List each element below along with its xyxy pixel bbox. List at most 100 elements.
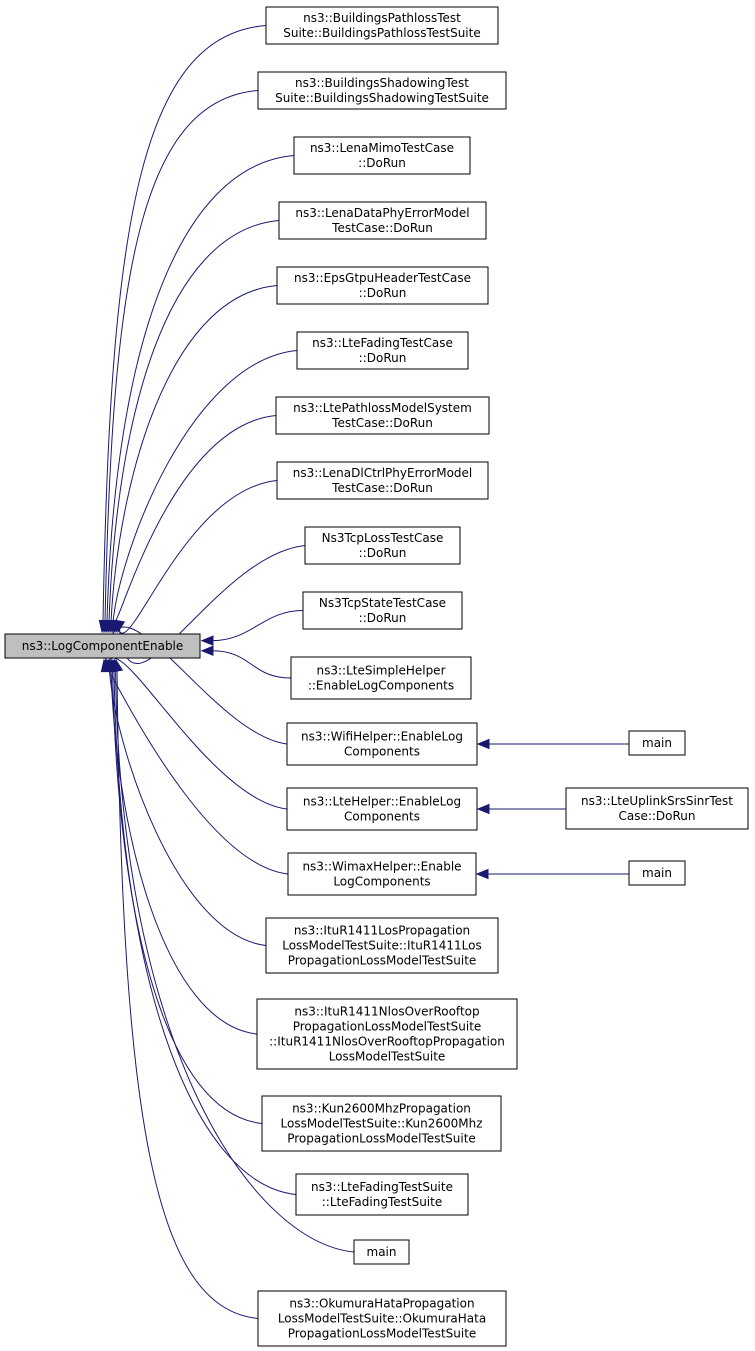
node-label: ns3::LtePathlossModelSystem (293, 401, 472, 415)
node-box (295, 1173, 469, 1216)
function-node[interactable]: ns3::LteSimpleHelper::EnableLogComponent… (290, 656, 472, 700)
call-edge (106, 657, 288, 810)
node-label: ns3::ItuR1411LosPropagation (294, 924, 470, 938)
node-label: ::EnableLogComponents (308, 679, 454, 693)
node-label: ns3::LenaDataPhyErrorModel (295, 206, 469, 220)
node-box (256, 998, 518, 1070)
call-edge (108, 220, 280, 623)
node-label: Case::DoRun (618, 809, 695, 823)
node-label: Suite::BuildingsPathlossTestSuite (283, 26, 480, 40)
node-box (290, 656, 472, 700)
function-node[interactable]: ns3::LenaMimoTestCase::DoRun (293, 136, 471, 175)
call-edge (110, 285, 278, 623)
node-label: PropagationLossModelTestSuite (293, 1020, 482, 1034)
call-edge (113, 669, 297, 1195)
node-label: ::DoRun (359, 611, 407, 625)
function-node[interactable]: main (628, 860, 686, 886)
function-node[interactable]: ns3::LenaDlCtrlPhyErrorModelTestCase::Do… (276, 461, 489, 500)
call-edge (116, 480, 278, 634)
function-node[interactable]: ns3::LteHelper::EnableLogComponents (286, 787, 478, 831)
function-node[interactable]: ns3::LenaDataPhyErrorModelTestCase::DoRu… (278, 201, 487, 240)
call-edge (112, 350, 298, 623)
node-label: main (642, 736, 672, 750)
arrow-head (112, 658, 124, 673)
node-box (265, 6, 499, 45)
node-label: ::DoRun (359, 546, 407, 560)
node-label: main (642, 866, 672, 880)
node-label: LossModelTestSuite::ItuR1411Los (282, 939, 482, 953)
node-label: LossModelTestSuite::Kun2600Mhz (281, 1117, 483, 1131)
function-node[interactable]: ns3::LteFadingTestCase::DoRun (296, 331, 469, 370)
node-label: ns3::WifiHelper::EnableLog (301, 730, 463, 744)
node-box (278, 201, 487, 240)
node-label: LogComponents (333, 875, 430, 889)
node-box (286, 787, 478, 831)
node-label: Ns3TcpLossTestCase (322, 531, 444, 545)
function-node[interactable]: ns3::WifiHelper::EnableLogComponents (286, 722, 478, 766)
function-node[interactable]: ns3::ItuR1411LosPropagationLossModelTest… (265, 917, 499, 974)
node-label: ns3::LteSimpleHelper (317, 664, 446, 678)
node-label: ns3::LteHelper::EnableLog (303, 795, 461, 809)
arrow-head (475, 868, 489, 880)
node-label: TestCase::DoRun (331, 481, 433, 495)
node-label: PropagationLossModelTestSuite (288, 954, 477, 968)
node-label: ns3::LteFadingTestSuite (311, 1180, 453, 1194)
node-label: TestCase::DoRun (331, 416, 433, 430)
node-label: Components (344, 745, 420, 759)
function-node[interactable]: main (628, 730, 686, 756)
call-edge (211, 650, 292, 679)
node-box (293, 136, 471, 175)
node-box (353, 1239, 410, 1265)
function-node[interactable]: ns3::LteFadingTestSuite::LteFadingTestSu… (295, 1173, 469, 1216)
node-label: TestCase::DoRun (331, 221, 433, 235)
node-box (261, 1095, 502, 1152)
node-label: ns3::EpsGtpuHeaderTestCase (294, 271, 471, 285)
call-edge (112, 669, 263, 1124)
node-label: LossModelTestSuite (329, 1050, 446, 1064)
function-node[interactable]: ns3::LtePathlossModelSystemTestCase::DoR… (275, 396, 490, 435)
node-label: ::LteFadingTestSuite (322, 1195, 442, 1209)
node-label: ns3::ItuR1411NlosOverRooftop (294, 1005, 479, 1019)
function-node[interactable]: ns3::EpsGtpuHeaderTestCase::DoRun (276, 266, 489, 305)
node-label: Components (344, 810, 420, 824)
node-box (265, 917, 499, 974)
call-edge (104, 90, 259, 623)
node-box (275, 396, 490, 435)
node-label: ::DoRun (359, 351, 407, 365)
function-node[interactable]: Ns3TcpStateTestCase::DoRun (302, 591, 463, 630)
call-edge (106, 155, 295, 623)
node-label: PropagationLossModelTestSuite (288, 1327, 477, 1341)
root-function-node[interactable]: ns3::LogComponentEnable (4, 633, 201, 659)
node-label: ns3::BuildingsShadowingTest (295, 76, 469, 90)
node-box (628, 730, 686, 756)
nodes: ns3::LogComponentEnable ns3::BuildingsPat… (4, 6, 749, 1347)
function-node[interactable]: ns3::BuildingsPathlossTestSuite::Buildin… (265, 6, 499, 45)
node-label: Ns3TcpStateTestCase (319, 596, 446, 610)
function-node[interactable]: ns3::Kun2600MhzPropagationLossModelTestS… (261, 1095, 502, 1152)
node-label: ns3::Kun2600MhzPropagation (292, 1102, 471, 1116)
node-box (276, 266, 489, 305)
function-node[interactable]: Ns3TcpLossTestCase::DoRun (304, 526, 461, 565)
node-label: ns3::BuildingsPathlossTest (303, 11, 461, 25)
node-label: ::ItuR1411NlosOverRooftopPropagation (269, 1035, 505, 1049)
call-edge (107, 669, 289, 875)
function-node[interactable]: ns3::WimaxHelper::EnableLogComponents (287, 852, 477, 896)
node-label: ns3::LteUplinkSrsSinrTest (581, 794, 733, 808)
node-label: Suite::BuildingsShadowingTestSuite (275, 91, 489, 105)
node-label: ns3::LenaDlCtrlPhyErrorModel (293, 466, 473, 480)
arrow-head (476, 738, 490, 750)
node-box (257, 1290, 507, 1347)
node-box (565, 787, 749, 830)
function-node[interactable]: ns3::OkumuraHataPropagationLossModelTest… (257, 1290, 507, 1347)
node-box (302, 591, 463, 630)
function-node[interactable]: ns3::BuildingsShadowingTestSuite::Buildi… (257, 71, 507, 110)
node-box (287, 852, 477, 896)
node-box (628, 860, 686, 886)
function-node[interactable]: main (353, 1239, 410, 1265)
function-node[interactable]: ns3::ItuR1411NlosOverRooftopPropagationL… (256, 998, 518, 1070)
node-box (286, 722, 478, 766)
node-label: ns3::WimaxHelper::Enable (302, 860, 461, 874)
node-label: ns3::LenaMimoTestCase (310, 141, 454, 155)
